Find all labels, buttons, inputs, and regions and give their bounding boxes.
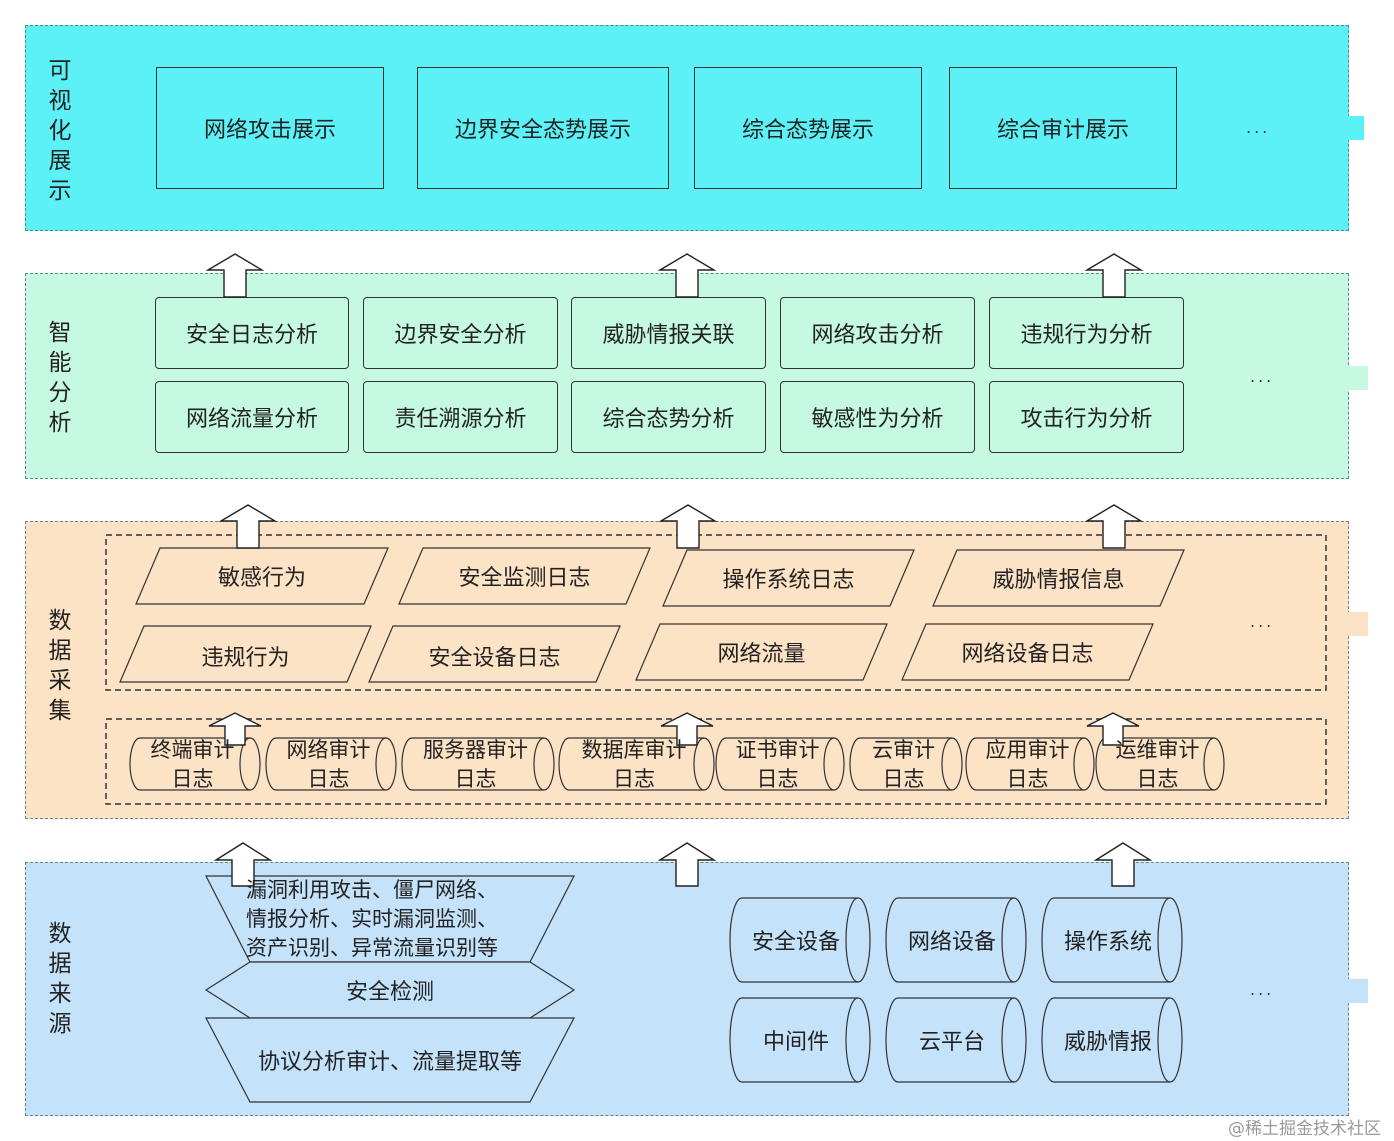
store-network-device: 网络设备: [907, 930, 996, 955]
arrow-up-icon: [1084, 253, 1144, 298]
audit-ops-log: 运维审计 日志: [1115, 738, 1200, 791]
detection-center-label: 安全检测: [345, 980, 434, 1005]
arrow-up-icon: [1086, 712, 1140, 746]
collection-edge-tab: [1346, 612, 1368, 636]
event-threat-intel-shape: [932, 549, 1185, 607]
event-network-device-log-shape: [901, 623, 1154, 681]
audit-database-log: 数据库审计 日志: [581, 738, 687, 791]
visual-box-border-security: 边界安全态势展示: [417, 67, 669, 189]
audit-terminal-log: 终端审计 日志: [150, 738, 235, 791]
analysis-ellipsis: ...: [1250, 367, 1275, 386]
event-sensitive-behavior: 敏感行为: [217, 566, 306, 591]
collection-ellipsis: ...: [1250, 612, 1275, 631]
analysis-network-traffic: 网络流量分析: [155, 381, 349, 453]
visual-box-overall-audit: 综合审计展示: [949, 67, 1177, 189]
arrow-up-icon: [657, 253, 717, 298]
detection-capabilities: 漏洞利用攻击、僵尸网络、 情报分析、实时漏洞监测、 资产识别、异常流量识别等: [246, 878, 498, 960]
event-security-monitor-log: 安全监测日志: [458, 566, 591, 591]
visual-ellipsis: ...: [1246, 118, 1271, 137]
arrow-up-icon: [213, 842, 273, 887]
event-os-log: 操作系统日志: [722, 568, 855, 593]
audit-certificate-log: 证书审计 日志: [735, 738, 820, 791]
event-sensitive-behavior-shape: [135, 547, 389, 605]
event-os-log-shape: [662, 549, 915, 607]
analysis-layer-title: 智 能 分 析: [48, 320, 72, 436]
audit-server-log: 服务器审计 日志: [423, 738, 528, 791]
store-os: 操作系统: [1063, 930, 1152, 955]
store-middleware: 中间件: [762, 1030, 829, 1055]
analysis-edge-tab: [1346, 366, 1368, 390]
arrow-up-icon: [658, 504, 718, 549]
event-security-device-log-shape: [368, 625, 621, 683]
analysis-overall-situation: 综合态势分析: [571, 381, 766, 453]
event-security-device-log: 安全设备日志: [428, 646, 561, 671]
source-layer-title: 数 据 来 源: [48, 921, 72, 1037]
arrow-up-icon: [208, 712, 262, 746]
event-violation-behavior: 违规行为: [201, 646, 290, 671]
arrow-up-icon: [657, 842, 717, 887]
analysis-border-security: 边界安全分析: [363, 297, 558, 369]
event-threat-intel: 威胁情报信息: [992, 568, 1125, 593]
analysis-sensitive-behavior: 敏感性为分析: [780, 381, 975, 453]
analysis-responsibility-trace: 责任溯源分析: [363, 381, 558, 453]
audit-cloud-log: 云审计 日志: [872, 738, 935, 791]
event-network-device-log: 网络设备日志: [961, 642, 1094, 667]
source-edge-tab: [1346, 979, 1368, 1003]
visualization-layer-title: 可 视 化 展 示: [48, 58, 72, 204]
event-network-traffic-shape: [635, 623, 888, 681]
visual-box-overall-situation: 综合态势展示: [694, 67, 922, 189]
audit-application-log: 应用审计 日志: [985, 738, 1070, 791]
arrow-up-icon: [1084, 504, 1144, 549]
audit-network-log: 网络审计 日志: [286, 738, 371, 791]
arrow-up-icon: [660, 712, 714, 746]
store-cloud-platform: 云平台: [918, 1030, 985, 1055]
event-security-monitor-log-shape: [398, 547, 651, 605]
arrow-up-icon: [205, 253, 265, 298]
arrow-up-icon: [218, 504, 278, 549]
analysis-security-log: 安全日志分析: [155, 297, 349, 369]
collection-event-group: [105, 534, 1327, 691]
analysis-violation-behavior: 违规行为分析: [989, 297, 1184, 369]
store-threat-intel: 威胁情报: [1063, 1030, 1152, 1055]
visual-edge-tab: [1346, 116, 1364, 140]
analysis-network-attack: 网络攻击分析: [780, 297, 975, 369]
collection-layer-title: 数 据 采 集: [48, 608, 72, 724]
analysis-threat-intel-correlation: 威胁情报关联: [571, 297, 766, 369]
detection-bottom-label: 协议分析审计、流量提取等: [257, 1050, 522, 1075]
store-security-device: 安全设备: [751, 930, 840, 955]
analysis-attack-behavior: 攻击行为分析: [989, 381, 1184, 453]
visual-box-network-attack: 网络攻击展示: [156, 67, 384, 189]
collection-audit-group: [105, 718, 1327, 805]
event-violation-behavior-shape: [119, 625, 372, 683]
detection-bottom-trapezoid: [205, 1017, 575, 1103]
watermark: @稀土掘金技术社区: [1228, 1119, 1381, 1139]
arrow-up-icon: [1093, 842, 1153, 887]
source-ellipsis: ...: [1250, 980, 1275, 999]
event-network-traffic: 网络流量: [717, 642, 806, 667]
